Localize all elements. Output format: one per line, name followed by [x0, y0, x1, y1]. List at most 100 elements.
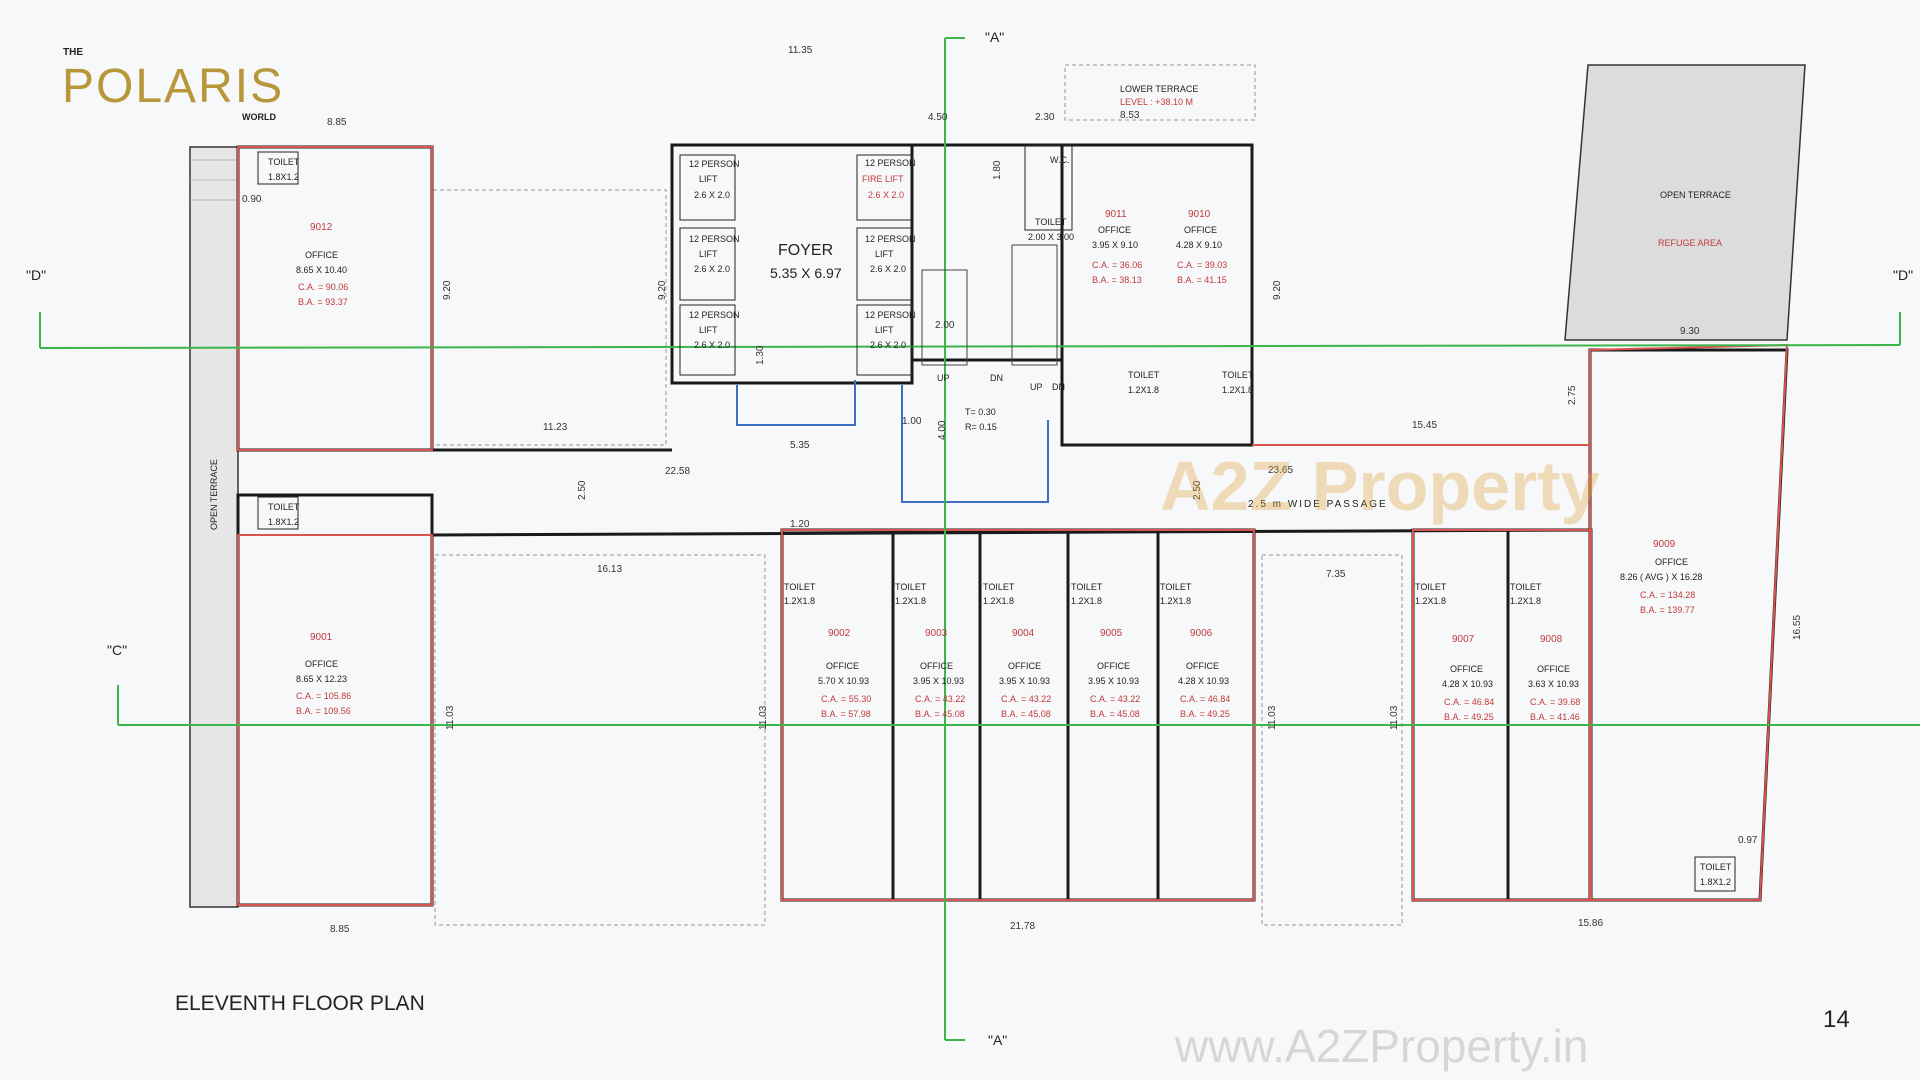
- open-terrace-left: OPEN TERRACE: [189, 146, 239, 908]
- dim-2178: 21.78: [1010, 921, 1035, 932]
- unit-9007-size: 4.28 X 10.93: [1442, 679, 1493, 689]
- dim-275: 2.75: [1567, 385, 1578, 405]
- unit-9012-type: OFFICE: [305, 250, 338, 260]
- unit-9004-ba: B.A. = 45.08: [1001, 709, 1051, 719]
- unit-9008-ba: B.A. = 41.46: [1530, 712, 1580, 722]
- plan-title: ELEVENTH FLOOR PLAN: [175, 992, 425, 1015]
- lift-3-name: 12 PERSON: [689, 310, 740, 320]
- fire-lift-size: 2.6 X 2.0: [868, 190, 904, 200]
- unit-9012-no: 9012: [310, 222, 333, 233]
- unit-9006-type: OFFICE: [1186, 661, 1219, 671]
- unit-9004-ca: C.A. = 43.22: [1001, 694, 1051, 704]
- logo-the: THE: [63, 47, 83, 58]
- grid-lines: [39, 37, 1920, 1041]
- dim-1103-b: 11.03: [758, 705, 769, 730]
- polaris-logo: THE POLARIS WORLD: [62, 47, 284, 122]
- unit-9004-type: OFFICE: [1008, 661, 1041, 671]
- unit-9010-size: 4.28 X 9.10: [1176, 240, 1222, 250]
- dim-400: 4.00: [937, 420, 948, 440]
- unit-9007: 9007 OFFICE 4.28 X 10.93 C.A. = 46.84 B.…: [1442, 634, 1494, 722]
- unit-9009-no: 9009: [1653, 539, 1676, 550]
- toilet-9008-size: 1.2X1.8: [1510, 596, 1541, 606]
- dim-1103-c: 11.03: [1267, 705, 1278, 730]
- dim-1103-a: 11.03: [445, 705, 456, 730]
- unit-9005-ca: C.A. = 43.22: [1090, 694, 1140, 704]
- lift-1-name: 12 PERSON: [689, 159, 740, 169]
- unit-9012-ca: C.A. = 90.06: [298, 282, 348, 292]
- foyer-size: 5.35 X 6.97: [770, 265, 842, 281]
- toilet-9010-label: TOILET: [1222, 370, 1254, 380]
- dim-1586: 15.86: [1578, 918, 1603, 929]
- open-terrace-right-label: OPEN TERRACE: [1660, 190, 1731, 200]
- toilet-9008-label: TOILET: [1510, 582, 1542, 592]
- unit-9003-type: OFFICE: [920, 661, 953, 671]
- toilet-9010-size: 1.2X1.8: [1222, 385, 1253, 395]
- dim-2258: 22.58: [665, 466, 690, 477]
- unit-9007-ba: B.A. = 49.25: [1444, 712, 1494, 722]
- dim-885-top: 8.85: [327, 117, 347, 128]
- staircase: [921, 244, 1058, 366]
- toilet-9005-label: TOILET: [1071, 582, 1103, 592]
- unit-9002-size: 5.70 X 10.93: [818, 676, 869, 686]
- core-toilet: W.C. TOILET 2.00 X 3.00: [1024, 144, 1074, 242]
- unit-9008-type: OFFICE: [1537, 664, 1570, 674]
- refuge-area-label: REFUGE AREA: [1658, 238, 1722, 248]
- unit-9009: 9009 OFFICE 8.26 ( AVG ) X 16.28 C.A. = …: [1620, 539, 1702, 615]
- unit-9012-size: 8.65 X 10.40: [296, 265, 347, 275]
- dim-535: 5.35: [790, 440, 810, 451]
- dim-097: 0.97: [1738, 835, 1758, 846]
- open-terrace-right: OPEN TERRACE REFUGE AREA: [1564, 64, 1806, 341]
- unit-9006: 9006 OFFICE 4.28 X 10.93 C.A. = 46.84 B.…: [1178, 628, 1230, 719]
- dim-450: 4.50: [928, 112, 948, 123]
- foyer-label: FOYER: [778, 242, 833, 259]
- dim-250b: 2.50: [1192, 480, 1203, 500]
- unit-9003-ca: C.A. = 43.22: [915, 694, 965, 704]
- unit-9001-ba: B.A. = 109.56: [296, 706, 351, 716]
- fire-lift-name: 12 PERSON: [865, 158, 916, 168]
- dim-250: 2.50: [577, 480, 588, 500]
- dim-1545: 15.45: [1412, 420, 1437, 431]
- unit-9006-no: 9006: [1190, 628, 1213, 639]
- dim-1135: 11.35: [788, 45, 813, 56]
- toilet-9011-size: 1.2X1.8: [1128, 385, 1159, 395]
- lift-2-word: LIFT: [699, 249, 718, 259]
- dim-230: 2.30: [1035, 112, 1055, 123]
- toilet-9007-size: 1.2X1.8: [1415, 596, 1446, 606]
- unit-9011-ba: B.A. = 38.13: [1092, 275, 1142, 285]
- dim-100: 1.00: [902, 416, 922, 427]
- unit-9004-size: 3.95 X 10.93: [999, 676, 1050, 686]
- unit-9008-size: 3.63 X 10.93: [1528, 679, 1579, 689]
- unit-9002-ca: C.A. = 55.30: [821, 694, 871, 704]
- unit-9010-ca: C.A. = 39.03: [1177, 260, 1227, 270]
- logo-name: POLARIS: [62, 60, 284, 113]
- lift-1-word: LIFT: [699, 174, 718, 184]
- passage-label: 2.5 m WIDE PASSAGE: [1248, 499, 1388, 510]
- unit-9007-no: 9007: [1452, 634, 1475, 645]
- dim-1655: 16.55: [1792, 615, 1803, 640]
- stair-tread: T= 0.30: [965, 407, 996, 417]
- unit-9001-no: 9001: [310, 632, 333, 643]
- unit-9002-type: OFFICE: [826, 661, 859, 671]
- unit-9001: 9001 OFFICE 8.65 X 12.23 C.A. = 105.86 B…: [296, 632, 351, 716]
- dim-920-core: 9.20: [657, 280, 668, 300]
- unit-9003-ba: B.A. = 45.08: [915, 709, 965, 719]
- unit-9008: 9008 OFFICE 3.63 X 10.93 C.A. = 39.68 B.…: [1528, 634, 1580, 722]
- lift-5-size: 2.6 X 2.0: [870, 340, 906, 350]
- core-toilet-label: TOILET: [1035, 217, 1067, 227]
- core-wc-label: W.C.: [1050, 155, 1070, 165]
- unit-9002: 9002 OFFICE 5.70 X 10.93 C.A. = 55.30 B.…: [818, 628, 871, 719]
- unit-9011-size: 3.95 X 9.10: [1092, 240, 1138, 250]
- toilet-9001-size: 1.8X1.2: [268, 517, 299, 527]
- lift-4-name: 12 PERSON: [865, 234, 916, 244]
- watermark: A2Z Property www.A2ZProperty.in: [1160, 447, 1600, 1072]
- core-toilet-size: 2.00 X 3.00: [1028, 232, 1074, 242]
- unit-9009-type: OFFICE: [1655, 557, 1688, 567]
- unit-9010-no: 9010: [1188, 209, 1211, 220]
- lift-3-word: LIFT: [699, 325, 718, 335]
- toilet-9005-size: 1.2X1.8: [1071, 596, 1102, 606]
- dim-2365: 23.65: [1268, 465, 1293, 476]
- lift-2-size: 2.6 X 2.0: [694, 264, 730, 274]
- dim-1103-d: 11.03: [1389, 705, 1400, 730]
- lower-terrace-label: LOWER TERRACE: [1120, 84, 1198, 94]
- unit-9001-ca: C.A. = 105.86: [296, 691, 351, 701]
